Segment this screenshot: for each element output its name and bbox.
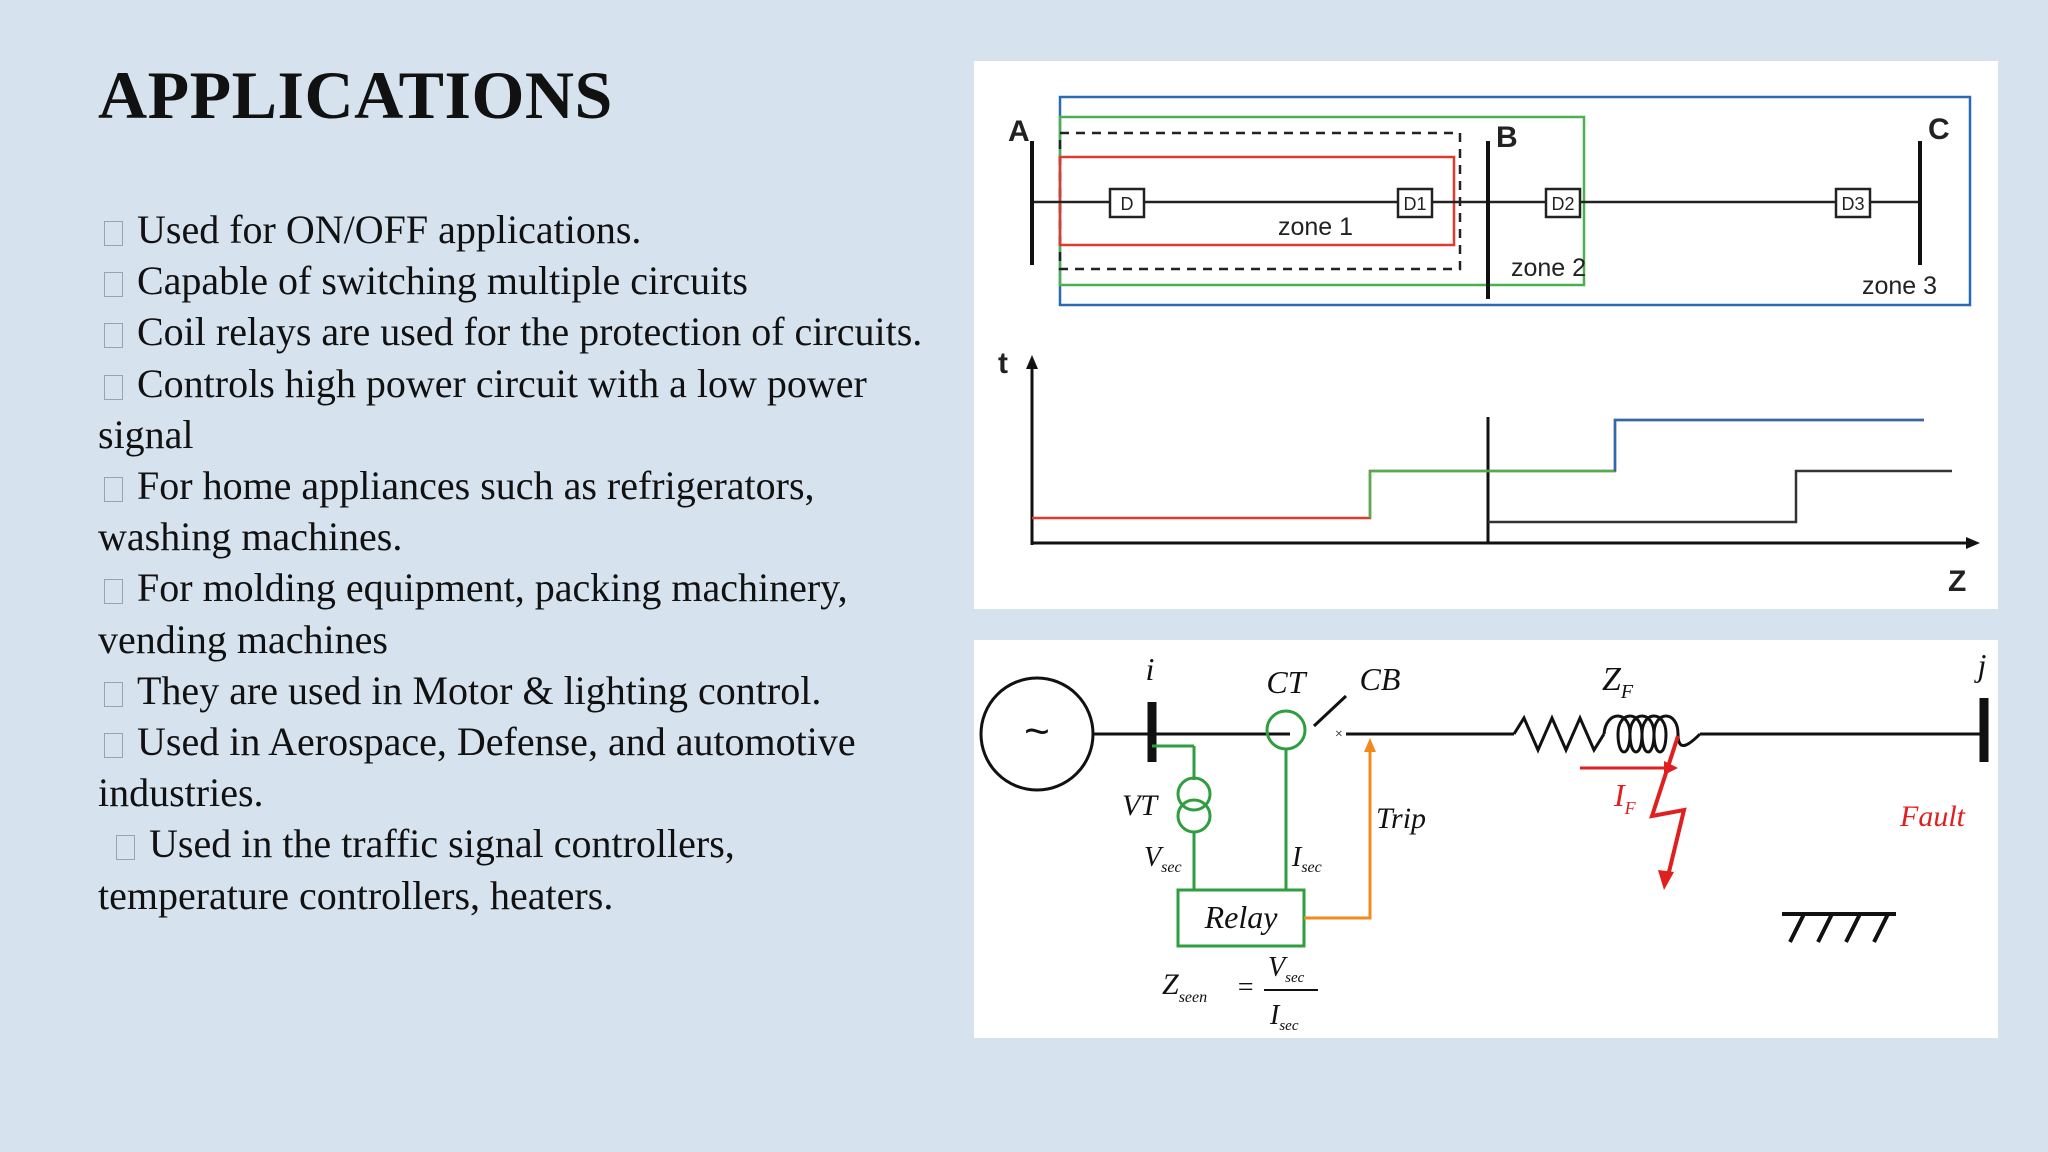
trip-arrowhead-icon: [1364, 738, 1376, 752]
relay-d2-box: [1544, 187, 1582, 219]
circuit-diagram-panel: ~ i j CT CB × ZF IF VT Vsec: [974, 640, 1998, 1038]
bullet-box-icon: [104, 681, 123, 707]
t-axis-arrow-icon: [1026, 355, 1038, 369]
bullet-text: Capable of switching multiple circuits: [137, 258, 748, 304]
trip-label: Trip: [1376, 802, 1426, 835]
bus-b-relay-step: [1488, 469, 1952, 524]
bullet-item: For molding equipment, packing machinery…: [98, 562, 928, 664]
vsec-label: Vsec: [1144, 842, 1182, 876]
bullet-box-icon: [104, 323, 123, 349]
bullet-text: Coil relays are used for the protection …: [137, 309, 923, 355]
zone-diagram: D D1 D2 D3 A B C zone 1 zone 2 zone 3 t …: [998, 95, 1980, 598]
bullet-text: Used in Aerospace, Defense, and automoti…: [98, 719, 856, 816]
bullet-text: For home appliances such as refrigerator…: [98, 463, 815, 560]
bullet-item: Used for ON/OFF applications.: [98, 204, 928, 255]
vt-coil-icon: [1176, 776, 1212, 812]
fault-label: Fault: [1899, 800, 1966, 833]
zf-label: ZF: [1602, 661, 1634, 703]
zone1-step-red: [1032, 418, 1924, 520]
ground-hatch: [1872, 913, 1890, 943]
relay-box: [1176, 888, 1306, 948]
bullet-list: Used for ON/OFF applications. Capable of…: [98, 204, 928, 921]
relay-d2-label: D2: [1551, 194, 1574, 214]
ground-hatch: [1788, 913, 1806, 943]
bullet-item: Used in the traffic signal controllers, …: [98, 818, 928, 920]
bullet-box-icon: [104, 272, 123, 298]
relay-d3-box: [1834, 187, 1872, 219]
bus-c-label: C: [1928, 113, 1950, 146]
relay-d1-label: D1: [1403, 194, 1426, 214]
fault-bolt-icon: [1649, 735, 1687, 877]
bus-i-label: i: [1146, 651, 1155, 687]
fraction-numerator: Vsec: [1268, 952, 1305, 986]
vt-coil-icon: [1176, 798, 1212, 834]
zone2-label: zone 2: [1511, 254, 1586, 282]
bus-b-label: B: [1496, 121, 1518, 154]
bullet-item: Capable of switching multiple circuits: [98, 255, 928, 306]
zone3-label: zone 3: [1862, 272, 1937, 300]
fraction-denominator: Isec: [1269, 1000, 1299, 1034]
zone3-step-blue: [1613, 418, 1924, 471]
bullet-box-icon: [104, 374, 123, 400]
relay-d3-label: D3: [1841, 194, 1864, 214]
relay-d1-box: [1396, 187, 1434, 219]
bullet-text: They are used in Motor & lighting contro…: [137, 667, 822, 713]
relay-d-label: D: [1121, 194, 1134, 214]
isec-label: Isec: [1291, 842, 1322, 876]
bullet-text: For molding equipment, packing machinery…: [98, 565, 848, 662]
resistor-icon: [1512, 714, 1606, 754]
t-axis-label: t: [998, 347, 1008, 380]
fault-arrowhead-icon: [1658, 870, 1674, 890]
equals-sign: =: [1236, 972, 1255, 1003]
bullet-box-icon: [104, 477, 123, 503]
ground-hatch: [1816, 913, 1834, 943]
bullet-item: Coil relays are used for the protection …: [98, 306, 928, 357]
bullet-box-icon: [104, 221, 123, 246]
bullet-text: Used for ON/OFF applications.: [137, 207, 642, 252]
trip-wire: [1304, 748, 1372, 920]
vt-label: VT: [1122, 789, 1159, 822]
zseen-label: Zseen: [1162, 968, 1207, 1006]
zone1-label: zone 1: [1278, 213, 1353, 241]
bullet-box-icon: [104, 579, 123, 605]
ground-hatch: [1844, 913, 1862, 943]
relay-label: Relay: [1204, 899, 1279, 935]
bullet-box-icon: [116, 835, 135, 861]
cb-label: CB: [1360, 661, 1401, 697]
ct-icon: [1265, 709, 1307, 751]
bullet-text: Controls high power circuit with a low p…: [98, 360, 867, 457]
bullet-box-icon: [104, 733, 123, 759]
slide-title: APPLICATIONS: [98, 57, 613, 133]
source-symbol: ~: [1024, 707, 1050, 756]
z-axis-arrow-icon: [1966, 537, 1980, 549]
z-axis-label: Z: [1948, 565, 1966, 598]
circuit-diagram: ~ i j CT CB × ZF IF VT Vsec: [979, 647, 1989, 1034]
bus-j-label: j: [1974, 647, 1987, 683]
zone-diagram-panel: D D1 D2 D3 A B C zone 1 zone 2 zone 3 t …: [974, 61, 1998, 609]
bus-a-label: A: [1008, 115, 1030, 148]
ct-label: CT: [1266, 664, 1307, 700]
bullet-item: They are used in Motor & lighting contro…: [98, 665, 928, 716]
cb-switch: [1312, 694, 1348, 728]
relay-d-box: [1108, 187, 1146, 219]
inductor-icon: [1602, 714, 1702, 754]
bullet-item: For home appliances such as refrigerator…: [98, 460, 928, 562]
bullet-item: Controls high power circuit with a low p…: [98, 358, 928, 460]
cb-x-mark: ×: [1334, 727, 1343, 742]
bullet-item: Used in Aerospace, Defense, and automoti…: [98, 716, 928, 818]
bullet-text: Used in the traffic signal controllers, …: [98, 821, 735, 918]
if-label: IF: [1613, 777, 1637, 818]
